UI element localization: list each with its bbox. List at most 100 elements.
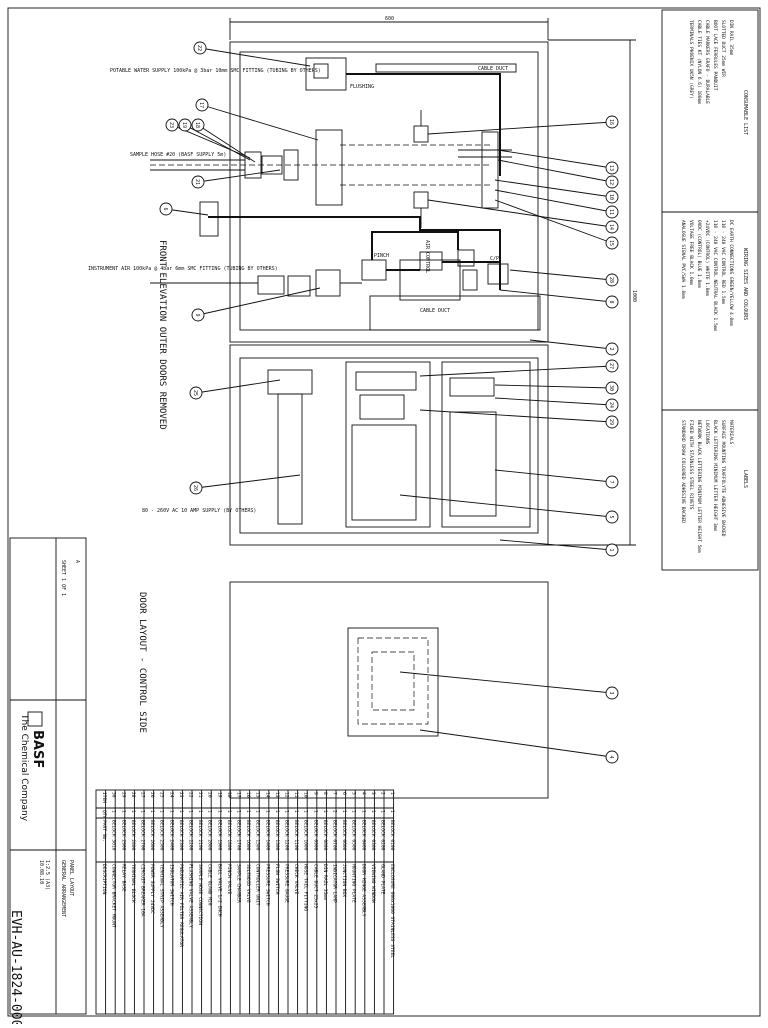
- bom-cell: 1: [303, 810, 309, 813]
- bom-cell: 2: [332, 810, 338, 813]
- bom-cell: 25: [159, 792, 165, 798]
- bom-cell: 8: [322, 792, 328, 795]
- note-line: CABLE MARKERS GRAFO - DURALABLE: [704, 20, 710, 104]
- callout-balloon: 13: [497, 149, 619, 175]
- bom-cell: CIRCUIT BREAKER 10A: [140, 864, 146, 917]
- note-line: STANDARD DRAW COLOURED ADHESIVE BACKED: [680, 420, 686, 523]
- note-line: BLACK LETTERING MINIMUM LETTER HEIGHT 3m…: [712, 420, 718, 531]
- date: 10.08.10: [38, 860, 44, 884]
- bom-cell: 1: [370, 810, 376, 813]
- bom-cell: 1: [236, 810, 242, 813]
- callout-balloon: 8: [499, 289, 619, 309]
- company-subtitle: The Chemical Company: [19, 713, 29, 822]
- callout-number: 22: [196, 45, 202, 51]
- callout-number: 7: [608, 480, 614, 483]
- bom-cell: 9: [312, 792, 318, 795]
- callout-balloon: 5: [399, 494, 619, 524]
- note-line: DC EARTH CONNECTIONS GREEN/YELLOW 4.0mm: [728, 220, 734, 326]
- callout-balloon: 12: [497, 159, 619, 189]
- note-line: LOCATIONS: [704, 420, 710, 445]
- bom-cell: BELOCK 2800: [130, 820, 136, 851]
- note-line: SLOTTED DUCT 25mm WIR: [720, 20, 726, 77]
- callout-number: 13: [608, 165, 614, 171]
- height-dimension: 1000: [631, 290, 637, 302]
- cable-duct-top: [375, 63, 517, 73]
- bom-cell: BELOCK 0300: [370, 820, 376, 851]
- bom-cell: PINCH VALVE: [226, 864, 232, 895]
- door-layout: DOOR LAYOUT - CONTROL SIDE: [137, 581, 549, 799]
- enclosure-lower: [229, 344, 549, 546]
- labels-title: LABELS: [742, 470, 748, 488]
- callout-balloon: 11: [494, 189, 619, 219]
- bom-cell: SAMPLE HOSE CONNECTION: [197, 864, 203, 925]
- bom-cell: 7: [332, 792, 338, 795]
- bom-cell: BELOCK 1400: [264, 820, 270, 851]
- callout-balloon: 16: [427, 115, 619, 135]
- bom-cell: BELOCK 1000: [303, 820, 309, 851]
- callout-balloon: 4: [419, 729, 619, 764]
- bom-cell: SAMPLE CHAMBER: [236, 864, 242, 903]
- bom-cell: INDICATOR LAMP: [332, 864, 338, 903]
- bom-cell: 1: [312, 810, 318, 813]
- bom-cell: POWER SUPPLY 24VDC: [149, 864, 155, 914]
- bom-cell: ISOLATOR SWITCH: [168, 864, 174, 906]
- drawing-number: EVH-AU-1824-000: [8, 910, 23, 1024]
- air-filter: [257, 275, 285, 295]
- bom-cell: 1: [274, 810, 280, 813]
- bom-cell: BALL VALVE 1/2 INCH: [216, 864, 222, 917]
- bom-cell: 26: [149, 792, 155, 798]
- callout-balloon: 17: [195, 98, 319, 141]
- air-supply-note: INSTRUMENT AIR 100kPa @ 4bar 6mm SMC FIT…: [88, 266, 278, 272]
- bom-cell: 1: [322, 810, 328, 813]
- sample-chamber: [315, 129, 343, 206]
- bom-cell: BELOCK 2100: [197, 820, 203, 851]
- scale: 1:2.5 (A3): [44, 860, 50, 890]
- project: PANEL LAYOUT: [68, 860, 74, 896]
- cable-duct-lower: [399, 259, 461, 301]
- bom-cell: TERMINAL BLOCK: [130, 864, 136, 903]
- bom-header-cell: PART No.: [101, 820, 107, 842]
- note-line: DIN RAIL 35mm: [728, 20, 734, 56]
- bom-cell: BELOCK 1200: [284, 820, 290, 851]
- cp-valve: [487, 263, 509, 285]
- svg-text:CABLE DUCT: CABLE DUCT: [420, 308, 450, 314]
- bom-cell: 1: [149, 810, 155, 813]
- bom-cell: 1: [360, 810, 366, 813]
- bom-cell: 1: [111, 810, 117, 813]
- bom-cell: BELOCK 2400: [168, 820, 174, 851]
- bom-cell: FLUSHING VALVE ASSEMBLY: [188, 864, 194, 928]
- callout-number: 21: [194, 179, 200, 185]
- terminal-strip-head: [267, 369, 313, 395]
- controller-unit: [351, 424, 417, 521]
- bom-cell: 23: [178, 792, 184, 798]
- bom-cell: 10: [303, 792, 309, 798]
- bom-cell: DOOR HINGE ASSEMBLY: [360, 864, 366, 917]
- bom-cell: 1: [120, 810, 126, 813]
- bom-cell: HOSE TAIL FITTING: [303, 864, 309, 911]
- bom-cell: BELOCK 0200: [380, 820, 386, 851]
- bom-cell: BELOCK 2600: [149, 820, 155, 851]
- bom-cell: 6: [341, 792, 347, 795]
- callout-number: 24: [608, 402, 614, 408]
- callout-number: 23: [168, 122, 174, 128]
- callout-balloon: 26: [189, 474, 301, 495]
- bom-cell: BELOCK 1500: [255, 820, 261, 851]
- bom-cell: 30: [111, 792, 117, 798]
- air-control-label: AIR CONTROL: [424, 240, 430, 273]
- bom-cell: BELOCK 3010: [111, 820, 117, 851]
- callout-balloon: 9: [191, 287, 321, 322]
- bom-cell: 1: [168, 810, 174, 813]
- note-line: 110 - 240 VAC CONTROL RED 1.5mm: [720, 220, 726, 304]
- callout-number: 4: [608, 755, 614, 758]
- bom-cell: 14: [264, 792, 270, 798]
- cable-duct-label: CABLE DUCT: [478, 66, 508, 72]
- callout-balloon: 15: [494, 199, 619, 250]
- bom-cell: CONNECTOR BRACKET MOUNT: [111, 864, 117, 928]
- bom-cell: 1: [197, 810, 203, 813]
- bom-header-cell: ITEM: [101, 792, 107, 803]
- callout-balloon: 14: [427, 199, 619, 234]
- gauge-block: [481, 131, 499, 209]
- bom-cell: 1: [178, 810, 184, 813]
- bom-cell: 16: [245, 792, 251, 798]
